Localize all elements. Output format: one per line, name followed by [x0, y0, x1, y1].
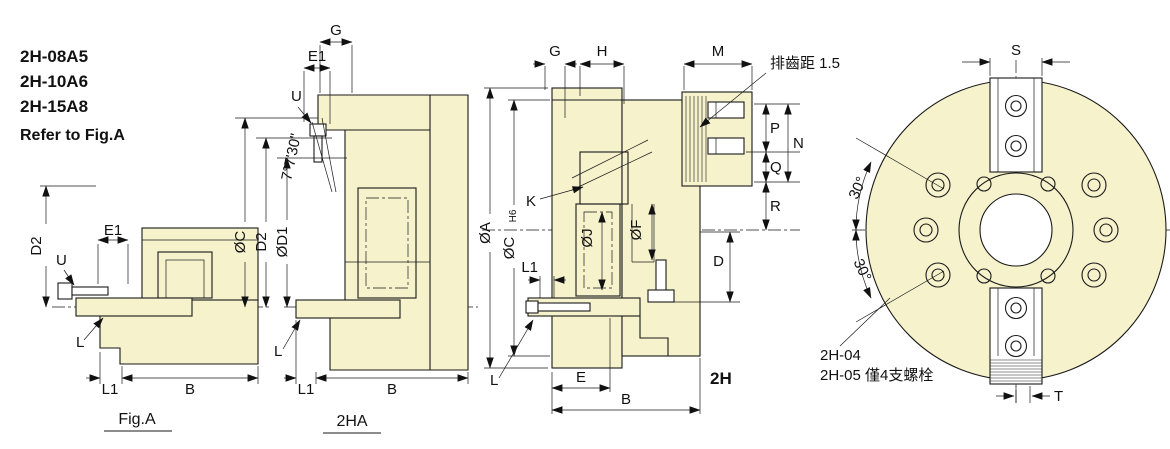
dim-label-c: ØC [232, 231, 249, 254]
2h-step-profile [639, 316, 700, 357]
figa-caption: Fig.A [118, 411, 156, 428]
dim-label-s: S [1011, 42, 1021, 59]
fig-a-view: D2 E1 U L L1 B Fig.A [28, 185, 272, 432]
2ha-main-body [317, 94, 469, 371]
center-boss-circle [958, 172, 1074, 288]
note-line-2: 2H-05 僅4支螺栓 [820, 367, 933, 384]
2h-dimensions: G H M 排齒距 1.5 P Q N R K [477, 43, 840, 414]
dim-label-r: R [770, 198, 781, 215]
dim-label-d1: ØD1 [274, 227, 291, 258]
dim-label-q: Q [770, 159, 782, 176]
dim-label-h: H [597, 43, 608, 60]
2h-front-plate [551, 87, 623, 369]
dim-label-g: G [330, 22, 342, 39]
2ha-jaw-plate [295, 299, 401, 319]
note-line-1: 2H-04 [820, 347, 861, 364]
figa-dimensions: D2 E1 U L L1 B [28, 185, 259, 398]
dim-label-d2: D2 [253, 232, 270, 251]
fig-2ha-view: G E1 U 7°7'30" ØC D2 ØD1 L [232, 22, 478, 434]
figa-bolt-head [57, 282, 73, 300]
model-1: 2H-08A5 [20, 47, 88, 66]
dim-label-g: G [549, 43, 561, 60]
dim-label-m: M [712, 43, 725, 60]
dim-label-t: T [1054, 388, 1063, 405]
bottom-jaw-serrations [990, 359, 1042, 382]
2h-vert-bolt-shaft [655, 259, 667, 293]
dim-label-b: B [621, 391, 631, 408]
figa-jaw-plate [75, 297, 193, 317]
dim-label-pitch: 排齒距 1.5 [770, 55, 840, 72]
front-face-view: S 30° 30° 2H-04 2H-05 僅4支螺栓 T [820, 42, 1170, 405]
boss-screw-holes [976, 176, 1056, 284]
2h-serrations [685, 96, 707, 182]
dim-label-a: ØA [477, 222, 494, 244]
dim-label-p: P [770, 120, 780, 137]
dim-label-l1: L1 [102, 381, 119, 398]
dim-label-b: B [387, 381, 397, 398]
note-leader [839, 297, 891, 347]
dim-label-l1: L1 [298, 381, 315, 398]
bottom-jaw-slot [989, 287, 1043, 385]
model-2: 2H-10A6 [20, 72, 88, 91]
dim-label-u: U [56, 252, 67, 269]
2h-long-bolt-shaft [537, 302, 591, 312]
dim-label-l: L [490, 372, 498, 389]
figa-bolt-shaft [71, 286, 109, 296]
dim-label-j: ØJ [579, 228, 596, 247]
dim-label-e1: E1 [104, 222, 122, 239]
dim-label-l1: L1 [521, 259, 538, 276]
refer-note: Refer to Fig.A [20, 127, 125, 144]
dim-label-u: U [291, 88, 302, 105]
model-3: 2H-15A8 [20, 97, 88, 116]
2h-vert-bolt-head [647, 289, 675, 303]
dim-label-angle: 7°7'30" [278, 132, 305, 182]
mount-bolt-holes [913, 172, 1119, 288]
2h-jaw-bolt-1 [707, 101, 745, 119]
2h-caption: 2H [710, 369, 732, 388]
dim-label-e: E [576, 369, 586, 386]
dim-label-l: L [274, 343, 282, 360]
center-bore [979, 193, 1053, 267]
model-list: 2H-08A5 2H-10A6 2H-15A8 Refer to Fig.A [20, 47, 125, 144]
2ha-bolt-shaft [313, 135, 323, 163]
dim-label-n: N [793, 135, 804, 152]
dim-label-c: ØC [501, 237, 518, 260]
dim-label-k: K [526, 193, 536, 210]
dim-label-d: D [713, 253, 724, 270]
dim-label-angle-upper: 30° [845, 174, 870, 202]
dim-label-d2: D2 [28, 236, 45, 255]
dim-label-e1: E1 [308, 48, 326, 65]
dim-label-c-tol: H6 [508, 209, 519, 222]
2h-long-bolt-head [525, 300, 539, 314]
fig-2h-view: G H M 排齒距 1.5 P Q N R K [477, 43, 840, 414]
dim-label-l: L [76, 334, 84, 351]
dim-label-b: B [185, 381, 195, 398]
dim-label-f: ØF [628, 220, 645, 241]
2ha-caption: 2HA [336, 413, 367, 430]
2h-jaw-bolt-2 [707, 137, 745, 155]
